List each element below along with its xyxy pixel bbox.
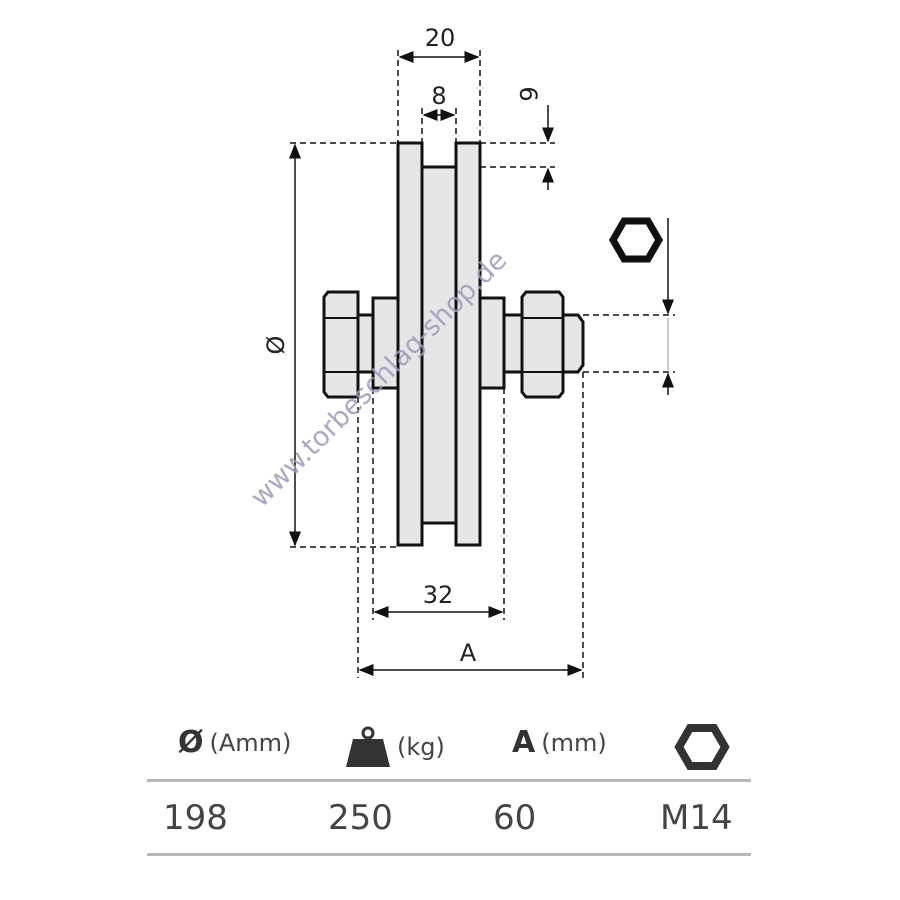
nut bbox=[520, 290, 565, 399]
header-axle: A (mm) bbox=[512, 725, 607, 760]
hex-nut-icon bbox=[674, 724, 730, 770]
dim-32: 32 bbox=[423, 581, 454, 609]
value-diameter: 198 bbox=[163, 798, 228, 838]
divider bbox=[147, 853, 751, 856]
dim-20: 20 bbox=[425, 24, 456, 52]
divider bbox=[147, 779, 751, 782]
left-spacer bbox=[371, 296, 400, 390]
header-diameter: Ø (Amm) bbox=[178, 725, 291, 760]
header-weight: (kg) bbox=[345, 725, 445, 769]
weight-icon bbox=[346, 726, 390, 767]
bolt-head bbox=[322, 290, 360, 399]
dim-8: 8 bbox=[431, 82, 446, 110]
right-flange bbox=[454, 141, 482, 547]
diameter-icon: Ø bbox=[178, 725, 204, 760]
left-shank bbox=[356, 313, 375, 374]
dimension-lines bbox=[289, 51, 674, 676]
extension-lines bbox=[290, 50, 675, 678]
right-spacer bbox=[478, 296, 506, 390]
value-axle: 60 bbox=[493, 798, 537, 838]
bolt-end bbox=[561, 313, 585, 374]
axle-length-icon: A bbox=[512, 725, 536, 760]
dim-a: A bbox=[460, 639, 477, 667]
header-unit: (Amm) bbox=[209, 728, 292, 757]
value-thread: M14 bbox=[660, 798, 733, 838]
right-shank bbox=[502, 313, 524, 374]
value-load: 250 bbox=[328, 798, 393, 838]
header-unit: (kg) bbox=[397, 733, 445, 761]
header-unit: (mm) bbox=[541, 728, 607, 757]
left-flange bbox=[396, 141, 424, 547]
dim-6: 6 bbox=[514, 86, 542, 101]
hex-nut-icon bbox=[608, 217, 664, 263]
dim-diameter: Ø bbox=[262, 336, 290, 355]
